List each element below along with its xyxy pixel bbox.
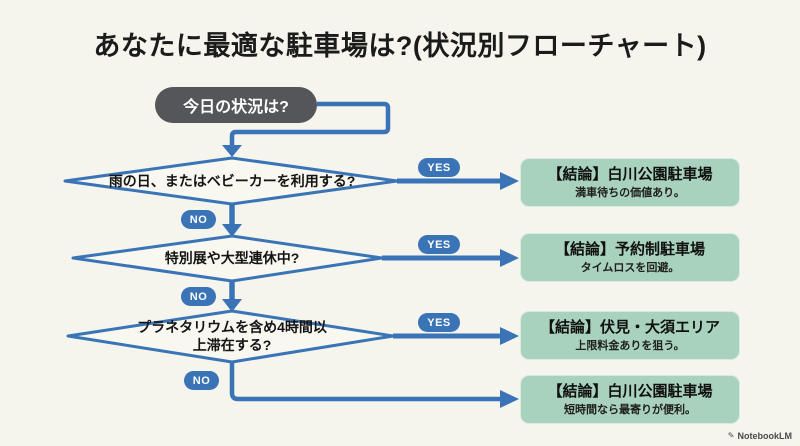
result-box-3: 【結論】伏見・大須エリア 上限料金ありを狙う。 <box>520 311 740 360</box>
yes-badge-1: YES <box>418 158 460 177</box>
start-node: 今日の状況は? <box>155 87 317 123</box>
question-2-label: 特別展や大型連休中? <box>164 250 300 266</box>
question-3-label: プラネタリウムを含め4時間以 上滞在する? <box>137 319 327 353</box>
no-badge-3: NO <box>184 371 219 390</box>
watermark: ✎ NotebookLM <box>728 431 792 441</box>
no-badge-1: NO <box>181 210 216 229</box>
arrowhead-right-1 <box>500 172 519 190</box>
arrowhead-down-3 <box>222 299 242 312</box>
no-badge-2: NO <box>181 287 216 306</box>
arrowhead-down-1 <box>222 145 242 157</box>
yes-badge-3: YES <box>418 313 460 332</box>
watermark-label: NotebookLM <box>737 431 793 441</box>
arrowhead-right-2 <box>500 249 519 267</box>
result-3-title: 【結論】伏見・大須エリア <box>539 318 720 336</box>
result-2-subtitle: タイムロスを回避。 <box>580 261 680 274</box>
result-1-subtitle: 満車待ちの価値あり。 <box>575 186 685 199</box>
arrowhead-down-2 <box>222 224 242 237</box>
arrowhead-right-3 <box>500 327 519 345</box>
start-elbow-connector <box>229 101 391 146</box>
question-1-label: 雨の日、またはベビーカーを利用する? <box>108 173 356 189</box>
no-elbow-3 <box>229 362 501 402</box>
result-box-4: 【結論】白川公園駐車場 短時間なら最寄りが便利。 <box>520 375 740 424</box>
notebooklm-logo-icon: ✎ <box>727 431 735 440</box>
result-4-title: 【結論】白川公園駐車場 <box>547 382 713 400</box>
result-box-2: 【結論】予約制駐車場 タイムロスを回避。 <box>520 233 740 282</box>
arrowhead-right-4 <box>500 390 519 408</box>
result-1-title: 【結論】白川公園駐車場 <box>547 165 713 183</box>
start-node-label: 今日の状況は? <box>183 99 289 116</box>
page-title: あなたに最適な駐車場は?(状況別フローチャート) <box>93 31 707 61</box>
result-box-1: 【結論】白川公園駐車場 満車待ちの価値あり。 <box>520 158 740 207</box>
result-4-subtitle: 短時間なら最寄りが便利。 <box>564 403 696 416</box>
result-2-title: 【結論】予約制駐車場 <box>554 240 705 258</box>
result-3-subtitle: 上限料金ありを狙う。 <box>575 339 685 352</box>
yes-badge-2: YES <box>418 235 460 254</box>
